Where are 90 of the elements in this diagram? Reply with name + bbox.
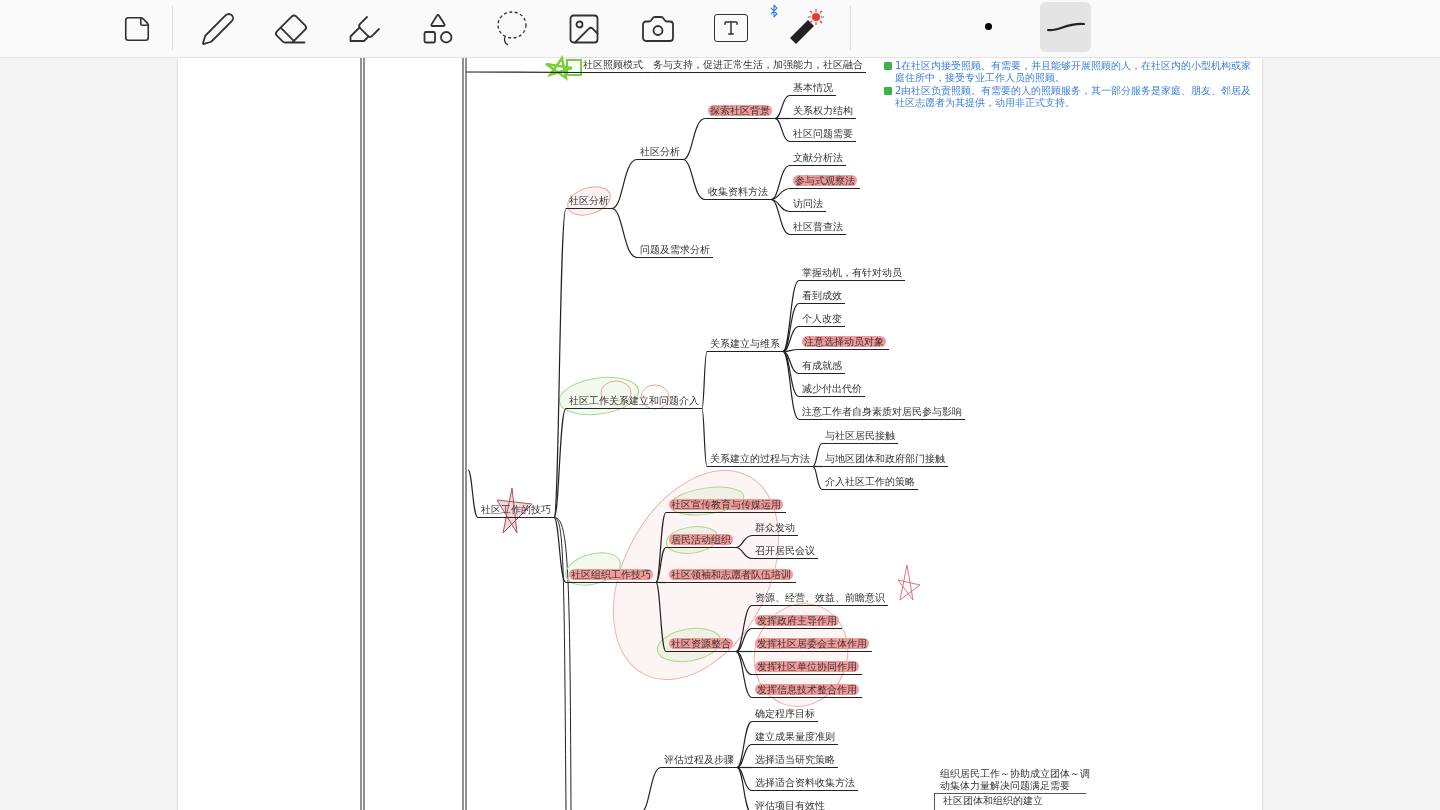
note-text: 1在社区内接受照顾。有需要，并且能够开展照顾的人，在社区内的小型机构或家庭住所中，接受专业工作人员的照顾。	[895, 60, 1253, 84]
branch-connector	[735, 650, 753, 653]
branch-connector	[735, 546, 753, 560]
branch-connector	[812, 465, 823, 491]
branch-connector	[782, 325, 800, 353]
topic-label: 发挥信息技术整合作用	[752, 683, 862, 698]
branch-connector	[770, 198, 791, 213]
branch-connector	[645, 71, 651, 74]
branch-connector	[736, 743, 753, 769]
branch-connector	[736, 766, 753, 792]
branch-connector	[774, 117, 791, 120]
topic-label: 社区分析	[637, 145, 683, 160]
branch-connector	[735, 627, 753, 653]
branch-connector	[655, 581, 667, 584]
branch-connector	[770, 164, 791, 201]
topic-label: 发挥社区居委会主体作用	[752, 637, 872, 652]
topic-label: 社区问题需要	[790, 127, 856, 142]
branch-connector	[701, 407, 708, 468]
branch-connector	[735, 604, 753, 653]
text-box: 社区团体和组织的建立	[934, 793, 1086, 810]
topic-label: 看到成效	[799, 289, 845, 304]
branch-connector	[467, 469, 479, 519]
note-text: 2由社区负责照顾。有需要的人的照顾服务，其一部分服务是家庭、朋友、邻居及社区志愿者为其提供，动用非正式支持。	[895, 85, 1253, 109]
branch-connector	[553, 207, 567, 519]
topic-label: 与地区团体和政府部门接触	[822, 452, 948, 467]
topic-label: 介入社区工作的策略	[822, 475, 918, 490]
branch-connector	[782, 348, 800, 353]
topic-label: 关系权力结构	[790, 104, 856, 119]
branch-connector	[553, 407, 567, 519]
branch-connector	[611, 207, 638, 259]
topic-label: 掌握动机，有针对动员	[799, 266, 905, 281]
branch-connector	[812, 442, 823, 468]
branch-connector	[465, 71, 581, 74]
branch-connector	[770, 198, 791, 236]
topic-label: 发挥社区单位协同作用	[752, 660, 862, 675]
branch-connector	[682, 158, 706, 201]
topic-label: 居民活动组织	[666, 533, 736, 548]
note-text: 组织居民工作～协助成立团体～调动集体力量解决问题满足需要	[940, 768, 1090, 792]
branch-connector	[782, 350, 800, 398]
topic-label: 社区资源整合	[666, 637, 736, 652]
topic-label: 务与支持，促进正常生活，加强能力，社区融合	[650, 58, 866, 73]
topic-label: 访问法	[790, 197, 826, 212]
branch-connector	[774, 117, 791, 143]
topic-label: 建立成果量度准则	[752, 730, 838, 745]
topic-label: 关系建立的过程与方法	[707, 452, 813, 467]
branch-connector	[782, 350, 800, 375]
topic-label: 召开居民会议	[752, 544, 818, 559]
topic-label: 关系建立与维系	[707, 337, 783, 352]
branch-connector	[553, 516, 567, 584]
branch-connector	[735, 650, 753, 676]
topic-label: 减少付出代价	[799, 382, 865, 397]
branch-connector	[655, 546, 667, 584]
topic-label: 问题及需求分析	[637, 243, 713, 258]
topic-label: 发挥政府主导作用	[752, 614, 842, 629]
topic-label: 参与式观察法	[790, 174, 860, 189]
topic-label: 社区普查法	[790, 220, 846, 235]
branch-connector	[735, 650, 753, 699]
branch-connector	[812, 465, 823, 468]
topic-label: 社区工作关系建立和问题介入	[566, 394, 702, 409]
branch-connector	[782, 302, 800, 353]
topic-label: 个人改变	[799, 312, 845, 327]
branch-connector	[736, 720, 753, 769]
topic-label: 与社区居民接触	[822, 429, 898, 444]
topic-label: 评估过程及步骤	[661, 753, 737, 768]
topic-label: 注意选择动员对象	[799, 335, 889, 350]
topic-label: 社区照顾模式	[580, 58, 646, 73]
branch-connector	[735, 534, 753, 549]
topic-label: 资源、经营、效益、前瞻意识	[752, 591, 888, 606]
topic-label: 选择适当研究策略	[752, 753, 838, 768]
topic-label: 文献分析法	[790, 151, 846, 166]
branch-connector	[701, 350, 708, 410]
topic-label: 社区组织工作技巧	[566, 568, 656, 583]
branch-connector	[774, 94, 791, 120]
branch-connector	[782, 350, 800, 421]
topic-label: 探索社区背景	[705, 104, 775, 119]
branch-connector	[682, 117, 706, 161]
branch-connector	[611, 158, 638, 210]
topic-label: 基本情况	[790, 81, 836, 96]
topic-label: 有成就感	[799, 359, 845, 374]
branch-connector	[782, 279, 800, 353]
branch-connector	[770, 187, 791, 201]
topic-label: 收集资料方法	[705, 185, 771, 200]
topic-label: 确定程序目标	[752, 707, 818, 722]
topic-label: 注意工作者自身素质对居民参与影响	[799, 405, 965, 420]
topic-label: 社区宣传教育与传媒运用	[666, 498, 786, 513]
topic-label: 评估项目有效性	[752, 799, 828, 810]
branch-connector	[736, 766, 753, 769]
topic-label: 群众发动	[752, 521, 798, 536]
topic-label: 社区领袖和志愿者队伍培训	[666, 568, 796, 583]
topic-label: 选择适合资料收集方法	[752, 776, 858, 791]
